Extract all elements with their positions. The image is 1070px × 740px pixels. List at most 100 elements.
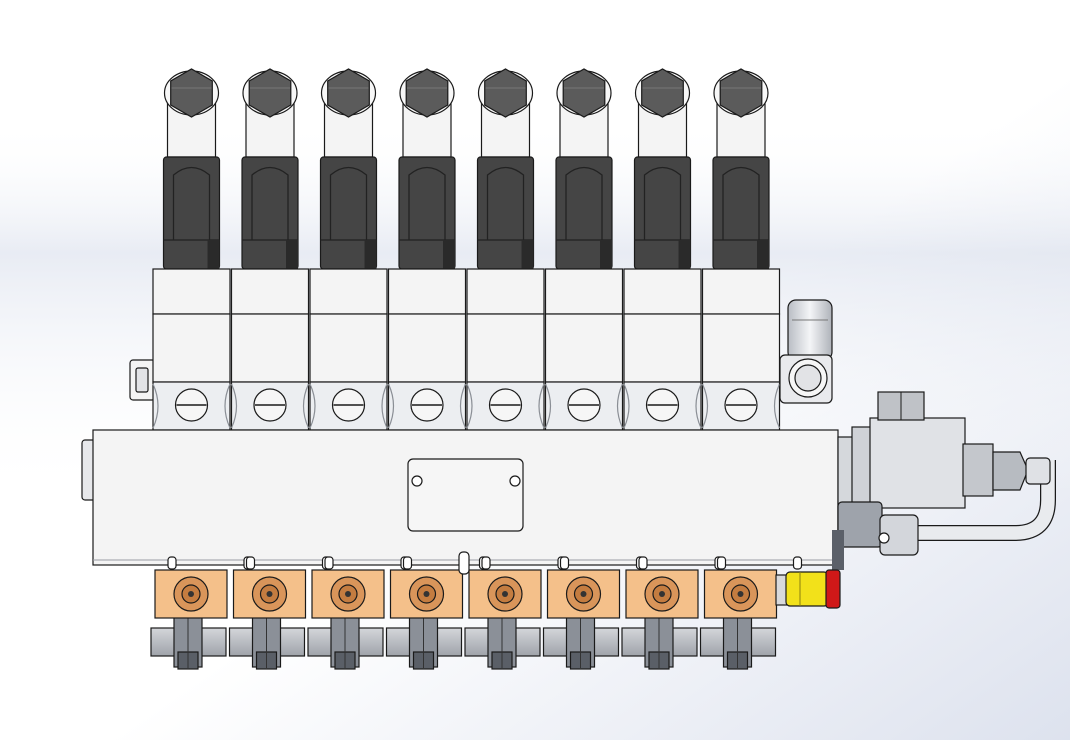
valve-body-lower bbox=[544, 313, 624, 383]
connector-groove bbox=[643, 166, 682, 240]
connector-groove bbox=[565, 166, 603, 240]
base-curve-right bbox=[224, 383, 231, 429]
pin bbox=[559, 556, 570, 570]
bottom-port-2 bbox=[228, 556, 332, 670]
nameplate-screw-left bbox=[411, 475, 423, 487]
connector-shadow bbox=[207, 240, 220, 269]
valve-3 bbox=[309, 68, 388, 431]
port-pad-hole bbox=[266, 591, 273, 597]
connector-shadow bbox=[521, 240, 534, 269]
valve-4 bbox=[387, 68, 467, 431]
switch-body bbox=[869, 417, 966, 509]
valve-body-lower bbox=[309, 313, 388, 383]
port-pad-hole bbox=[502, 591, 508, 597]
base-curve-left bbox=[466, 383, 473, 429]
valve-1 bbox=[152, 68, 231, 431]
hex-nut-icon bbox=[641, 68, 684, 118]
connector-groove bbox=[172, 166, 211, 240]
port-pad-hole bbox=[737, 591, 744, 597]
bottom-port-8 bbox=[699, 556, 803, 670]
connector-shadow bbox=[364, 240, 377, 269]
base-curve-right bbox=[538, 383, 545, 429]
base-curve-right bbox=[773, 383, 781, 429]
port-pad-hole bbox=[580, 591, 587, 597]
pin bbox=[245, 556, 256, 570]
push-in-fitting bbox=[775, 569, 841, 609]
switch-outlet bbox=[962, 443, 994, 497]
valve-body-lower bbox=[152, 313, 231, 383]
pin bbox=[481, 556, 491, 570]
connector-shadow bbox=[678, 240, 691, 269]
hex-nut-icon bbox=[562, 68, 606, 118]
connector-shadow bbox=[600, 240, 612, 269]
connector-shadow bbox=[443, 240, 455, 269]
hex-nut-icon bbox=[327, 68, 370, 118]
elbow-fitting bbox=[779, 299, 833, 404]
center-pin bbox=[458, 551, 470, 575]
bottom-port-3 bbox=[307, 556, 410, 670]
valve-5 bbox=[466, 68, 545, 431]
bottom-port-7 bbox=[621, 556, 724, 670]
fitting-red-collet bbox=[825, 569, 841, 609]
port-pad-hole bbox=[188, 591, 194, 597]
connector-groove bbox=[251, 166, 289, 240]
left-side-plug-face bbox=[135, 367, 149, 393]
valve-body-upper bbox=[230, 268, 310, 315]
port-pad-hole bbox=[345, 591, 351, 597]
elbow-fitting-port-inner bbox=[794, 364, 822, 392]
valve-body-lower bbox=[387, 313, 467, 383]
valve-body-upper bbox=[387, 268, 467, 315]
connector-shadow bbox=[757, 240, 769, 269]
connector-groove bbox=[329, 166, 368, 240]
base-curve-left bbox=[309, 383, 316, 429]
pressure-switch bbox=[832, 391, 1056, 570]
valve-body-lower bbox=[466, 313, 545, 383]
switch-outlet-fitting bbox=[1025, 457, 1051, 485]
hex-nut-icon bbox=[248, 68, 292, 118]
valve-body-upper bbox=[466, 268, 545, 315]
switch-outlet-nut bbox=[992, 451, 1029, 491]
bracket-screw bbox=[878, 532, 890, 544]
base-curve-left bbox=[230, 383, 238, 429]
bottom-port-1 bbox=[150, 556, 253, 670]
pin bbox=[167, 556, 177, 570]
valve-body-lower bbox=[623, 313, 702, 383]
base-curve-left bbox=[152, 383, 159, 429]
pin bbox=[402, 556, 413, 570]
nameplate-screw-right bbox=[509, 475, 521, 487]
base-curve-right bbox=[616, 383, 624, 429]
manifold-block bbox=[81, 429, 839, 566]
base-curve-right bbox=[459, 383, 467, 429]
valve-body-upper bbox=[701, 268, 781, 315]
nameplate bbox=[407, 458, 524, 532]
tube bbox=[890, 460, 1055, 540]
pin bbox=[324, 556, 334, 570]
base-curve-left bbox=[623, 383, 630, 429]
bottom-port-5 bbox=[464, 556, 567, 670]
port-pad-hole bbox=[659, 591, 665, 597]
connector-groove bbox=[408, 166, 446, 240]
bracket-shadow bbox=[832, 530, 844, 570]
base-curve-right bbox=[381, 383, 388, 429]
pin bbox=[638, 556, 648, 570]
connector-groove bbox=[486, 166, 525, 240]
valve-body-upper bbox=[309, 268, 388, 315]
hex-nut-icon bbox=[405, 68, 449, 118]
base-curve-left bbox=[544, 383, 552, 429]
base-curve-left bbox=[701, 383, 709, 429]
base-curve-right bbox=[695, 383, 702, 429]
connector-shadow bbox=[286, 240, 298, 269]
bottom-port-6 bbox=[542, 556, 646, 670]
bracket-block bbox=[837, 501, 883, 548]
connector-groove bbox=[722, 166, 760, 240]
base-curve-left bbox=[387, 383, 395, 429]
valve-body-upper bbox=[152, 268, 231, 315]
valve-body-lower bbox=[701, 313, 781, 383]
valve-8 bbox=[701, 68, 781, 431]
hex-nut-icon bbox=[170, 68, 213, 118]
valve-6 bbox=[544, 68, 624, 431]
valve-body-lower bbox=[230, 313, 310, 383]
hex-nut-icon bbox=[719, 68, 763, 118]
